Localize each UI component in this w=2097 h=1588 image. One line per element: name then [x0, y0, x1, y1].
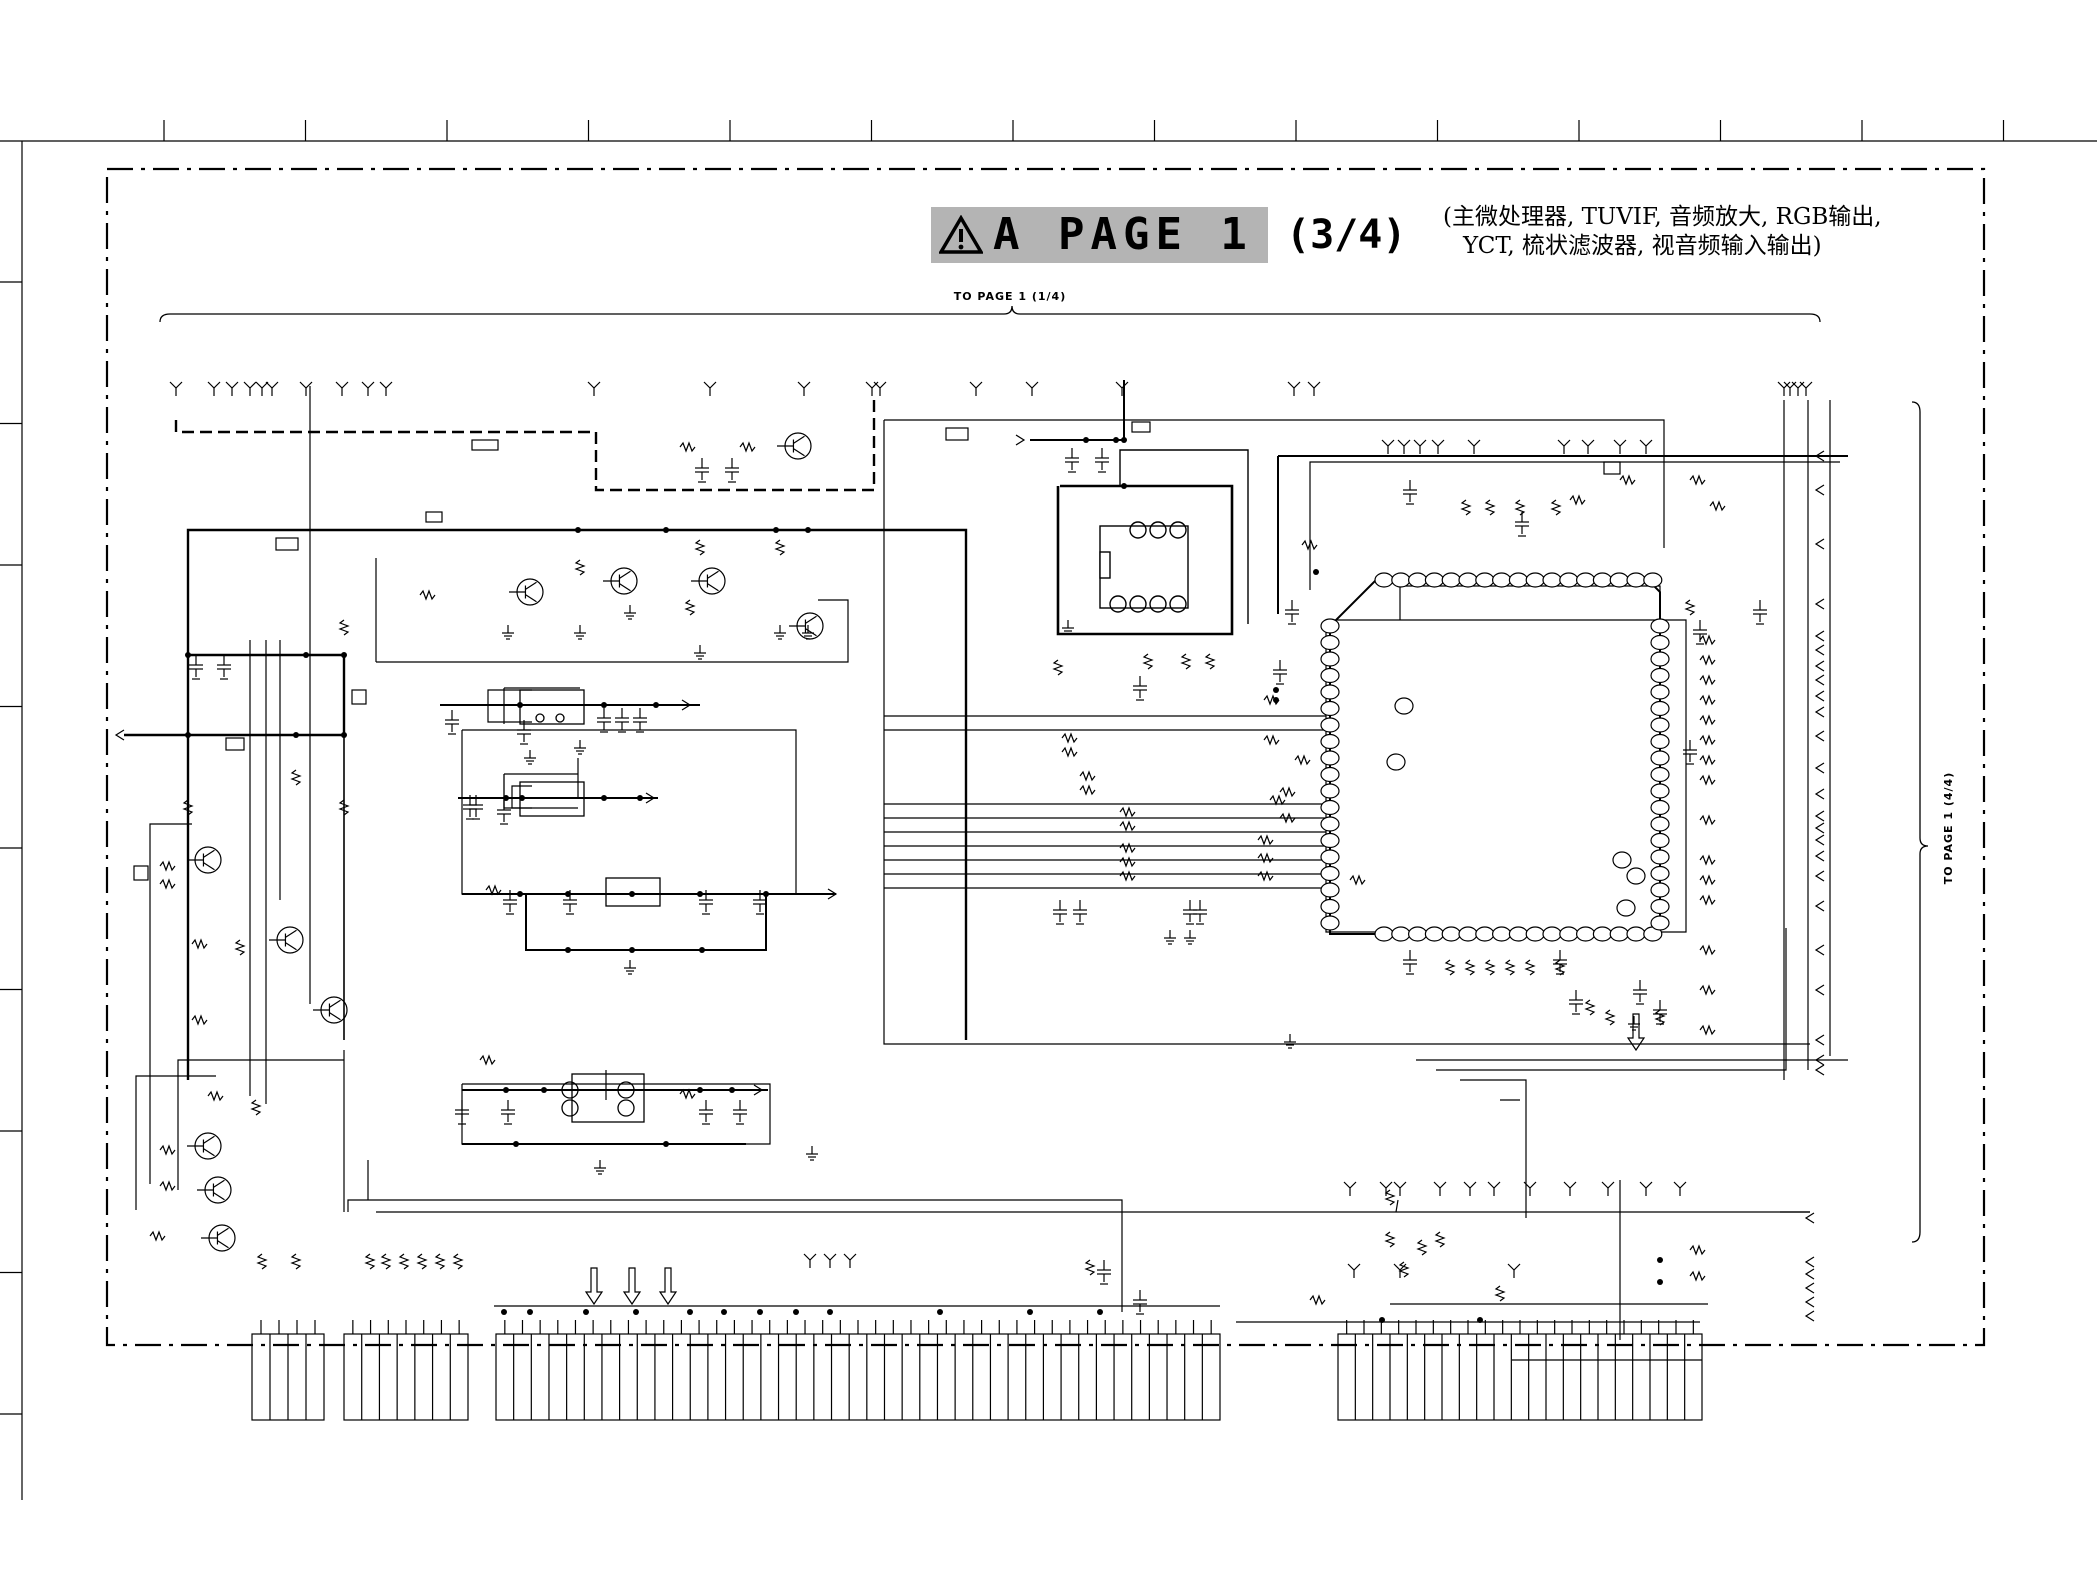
off-page-arrow — [1814, 598, 1825, 610]
page-part: (3/4) — [1286, 212, 1407, 258]
transistor — [269, 926, 304, 954]
off-page-arrow — [1814, 762, 1825, 774]
right-brace — [1911, 401, 1929, 1243]
sheet-ruler — [0, 120, 2097, 1500]
transistor — [187, 846, 222, 874]
transistor — [603, 567, 638, 595]
main-microprocessor — [1320, 572, 1670, 942]
down-arrow — [658, 1267, 678, 1306]
junction-dots — [185, 437, 1663, 1323]
off-page-arrow — [1814, 644, 1825, 656]
components — [133, 381, 1813, 1323]
description-line-2: YCT, 梳状滤波器, 视音频输入输出) — [1463, 233, 1822, 259]
off-page-arrow — [1814, 1064, 1825, 1076]
tuner-if-ic — [1099, 521, 1189, 613]
board-connector — [343, 1320, 469, 1421]
off-page-arrow — [1814, 538, 1825, 550]
transistor — [187, 1132, 222, 1160]
off-page-arrow — [1015, 434, 1026, 446]
off-page-arrow — [1814, 850, 1825, 862]
capacitors — [189, 448, 1767, 1315]
page-title-badge: A PAGE 1 — [931, 207, 1268, 263]
off-page-arrow — [1814, 690, 1825, 702]
off-page-arrow — [1814, 870, 1825, 882]
off-page-arrow — [114, 729, 125, 741]
off-page-arrow — [1814, 706, 1825, 718]
reference-right: TO PAGE 1 (4/4) — [1942, 771, 1955, 885]
off-page-arrow — [1804, 1268, 1815, 1280]
audio-amp-ic — [462, 877, 836, 951]
off-page-arrow — [1814, 984, 1825, 996]
off-page-arrow — [1804, 1282, 1815, 1294]
board-connector — [495, 1320, 1221, 1421]
wiring — [124, 380, 1848, 1361]
transistor — [201, 1224, 236, 1252]
off-page-arrow — [1814, 630, 1825, 642]
off-page-arrow — [1804, 1256, 1815, 1268]
transistor — [789, 612, 824, 640]
warning-triangle-icon — [939, 215, 983, 254]
page-description: (主微处理器, TUVIF, 音频放大, RGB输出, YCT, 梳状滤波器, … — [1443, 203, 1963, 261]
off-page-arrow — [1804, 1212, 1815, 1224]
off-page-arrow — [1804, 1310, 1815, 1322]
regulator-ic-1 — [440, 687, 700, 725]
transistor — [197, 1176, 232, 1204]
transistor — [777, 432, 812, 460]
off-page-arrow — [1804, 1296, 1815, 1308]
regulator-ic-2 — [458, 773, 658, 817]
off-page-arrow — [1814, 450, 1825, 462]
label-boxes — [133, 421, 1646, 917]
connectors — [251, 1320, 1703, 1421]
down-arrow — [622, 1267, 642, 1306]
transistors — [187, 432, 824, 1252]
shielded-subsection — [174, 400, 876, 492]
off-page-arrows — [114, 434, 1825, 1322]
off-page-arrow — [1814, 1054, 1825, 1066]
down-arrow — [584, 1267, 604, 1306]
transistor — [691, 567, 726, 595]
reference-top: TO PAGE 1 (1/4) — [953, 290, 1067, 303]
ground-symbols — [502, 605, 1640, 1175]
off-page-arrow — [1814, 1034, 1825, 1046]
off-page-arrow — [1814, 900, 1825, 912]
off-page-arrow — [1814, 944, 1825, 956]
resistors — [149, 441, 1726, 1306]
page-title: A PAGE 1 — [993, 209, 1253, 260]
board-connector — [251, 1320, 325, 1421]
off-page-arrow — [1814, 822, 1825, 834]
off-page-arrow — [1814, 484, 1825, 496]
off-page-arrow — [1814, 834, 1825, 846]
description-line-1: (主微处理器, TUVIF, 音频放大, RGB输出, — [1443, 204, 1882, 230]
top-brace — [159, 305, 1821, 323]
comb-filter-ic — [462, 1073, 768, 1145]
down-arrow — [1626, 1013, 1646, 1052]
off-page-arrow — [1814, 674, 1825, 686]
off-page-arrow — [1814, 810, 1825, 822]
transistor — [313, 996, 348, 1024]
off-page-arrow — [1814, 730, 1825, 742]
transistor — [509, 578, 544, 606]
test-points — [169, 381, 1813, 1278]
board-connector — [1337, 1320, 1703, 1421]
board-border — [105, 167, 1986, 1347]
off-page-arrow — [1814, 660, 1825, 672]
off-page-arrow — [1814, 788, 1825, 800]
